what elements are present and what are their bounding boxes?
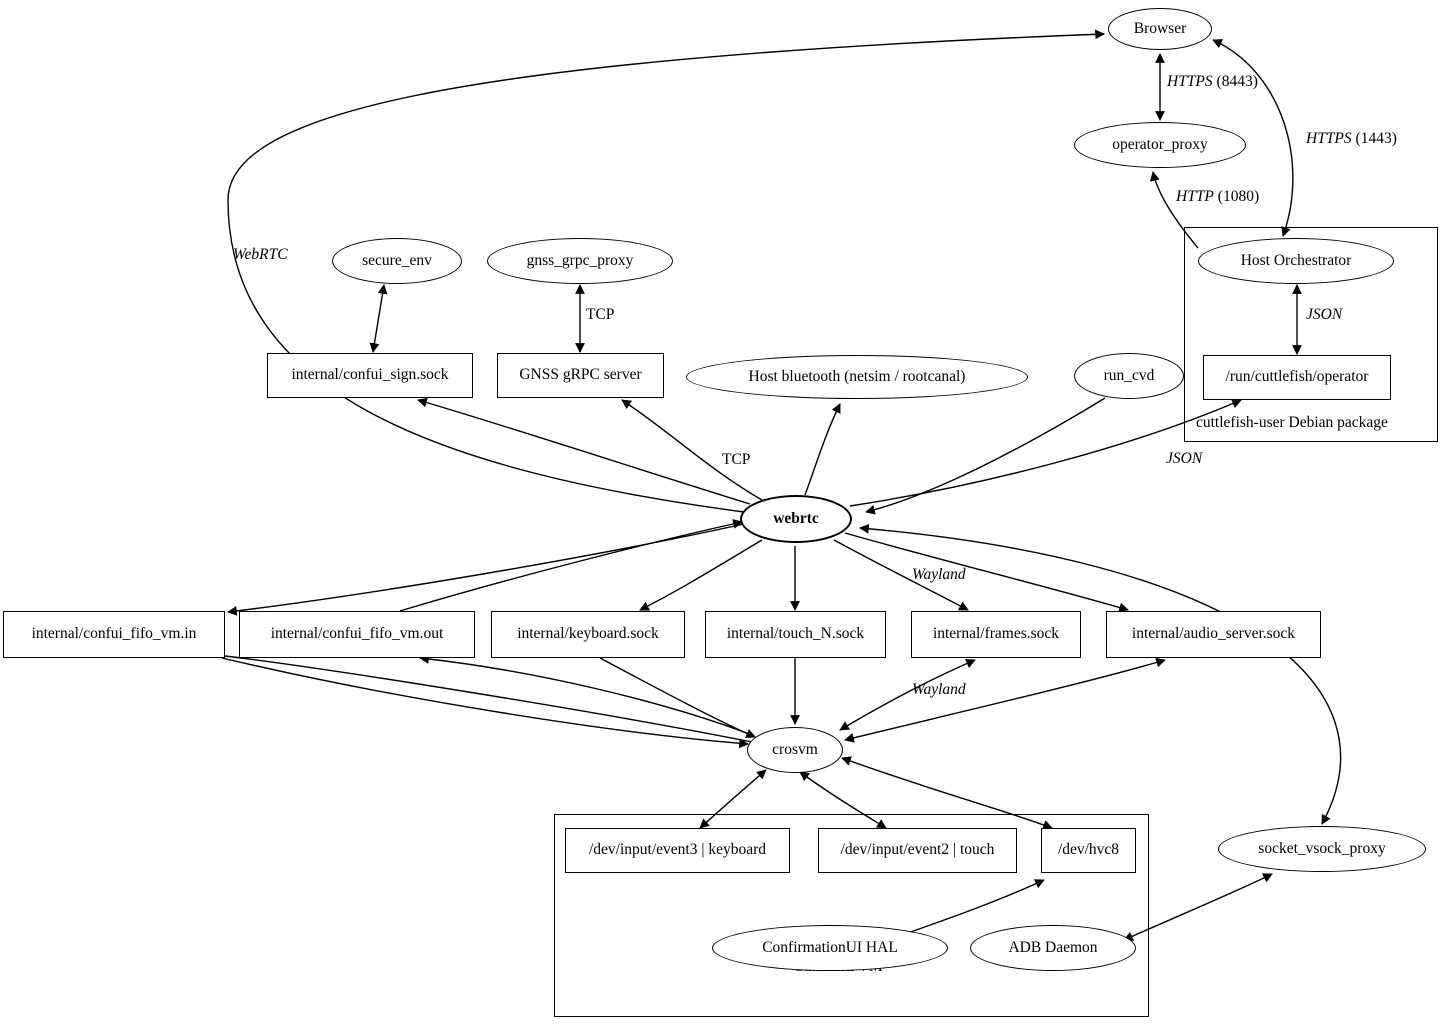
edge-run-cvd-webrtc — [865, 397, 1106, 515]
node-host-bluetooth-label: Host bluetooth (netsim / rootcanal) — [748, 367, 966, 385]
node-run-cvd-label: run_cvd — [1103, 366, 1155, 384]
edge-crosvm-confui-fifo-in — [224, 655, 753, 743]
edge-webrtc-confui-fifo-in — [227, 523, 745, 616]
node-internal-audio-server-sock[interactable]: internal/audio_server.sock — [1106, 611, 1321, 658]
node-dev-input-event3-keyboard[interactable]: /dev/input/event3 | keyboard — [565, 828, 790, 873]
edge-host-orchestrator-operator-proxy — [1150, 171, 1199, 249]
edge-browser-host-orchestrator — [1212, 39, 1294, 237]
node-dev-hvc8-label: /dev/hvc8 — [1057, 841, 1120, 859]
node-confirmationui-hal[interactable]: ConfirmationUI HAL — [712, 925, 948, 971]
node-secure-env-label: secure_env — [362, 251, 432, 269]
node-confirmationui-hal-label: ConfirmationUI HAL — [762, 938, 898, 956]
edge-label-https-1443-port: (1443) — [1351, 130, 1397, 147]
edge-label-https-1443-protocol: HTTPS — [1306, 130, 1352, 147]
edge-label-http-1080: HTTP (1080) — [1176, 188, 1259, 206]
edge-label-wayland-bottom-text: Wayland — [912, 681, 966, 698]
node-internal-frames-sock-label: internal/frames.sock — [932, 625, 1060, 643]
node-crosvm-label: crosvm — [772, 740, 818, 758]
node-gnss-grpc-server[interactable]: GNSS gRPC server — [497, 353, 664, 398]
edge-label-https-8443-port: (8443) — [1212, 73, 1258, 90]
edge-keyboard-sock-crosvm — [599, 657, 756, 739]
node-browser[interactable]: Browser — [1108, 8, 1212, 50]
edge-webrtc-gnss-server — [621, 399, 763, 501]
node-crosvm[interactable]: crosvm — [747, 727, 843, 773]
node-webrtc-label: webrtc — [773, 509, 819, 527]
edge-webrtc-operator-socket — [849, 399, 1242, 507]
node-dev-hvc8[interactable]: /dev/hvc8 — [1041, 828, 1136, 873]
node-adb-daemon[interactable]: ADB Daemon — [970, 925, 1136, 971]
node-host-orchestrator-label: Host Orchestrator — [1240, 251, 1352, 269]
node-secure-env[interactable]: secure_env — [332, 238, 462, 284]
edge-label-webrtc: WebRTC — [233, 246, 288, 264]
cluster-label-debian-package: cuttlefish-user Debian package — [1196, 414, 1388, 431]
node-host-orchestrator[interactable]: Host Orchestrator — [1198, 238, 1394, 284]
node-dev-input-event2-touch[interactable]: /dev/input/event2 | touch — [818, 828, 1017, 873]
edge-adb-daemon-vsock-proxy — [1123, 873, 1273, 941]
cluster-cuttlefish-user-debian-package — [1184, 227, 1438, 442]
node-webrtc[interactable]: webrtc — [740, 495, 852, 543]
node-internal-confui-fifo-vm-in-label: internal/confui_fifo_vm.in — [31, 625, 197, 643]
edge-webrtc-audio-sock — [844, 532, 1129, 613]
edge-webrtc-browser — [227, 29, 1105, 513]
node-operator-proxy-label: operator_proxy — [1112, 135, 1208, 153]
node-socket-vsock-proxy[interactable]: socket_vsock_proxy — [1218, 826, 1426, 872]
node-gnss-grpc-proxy[interactable]: gnss_grpc_proxy — [487, 238, 673, 284]
edge-label-http-1080-protocol: HTTP — [1176, 188, 1214, 205]
edge-label-https-1443: HTTPS (1443) — [1306, 130, 1397, 148]
node-gnss-grpc-proxy-label: gnss_grpc_proxy — [526, 251, 634, 269]
edge-label-wayland-top: Wayland — [912, 566, 966, 584]
edge-secure-env-confui-sign — [369, 284, 388, 353]
edge-label-https-8443-protocol: HTTPS — [1167, 73, 1213, 90]
edge-label-wayland-top-text: Wayland — [912, 566, 966, 583]
node-internal-confui-fifo-vm-out[interactable]: internal/confui_fifo_vm.out — [239, 611, 475, 658]
node-adb-daemon-label: ADB Daemon — [1008, 938, 1098, 956]
edge-label-tcp-webrtc-text: TCP — [722, 451, 751, 468]
node-internal-touch-sock-label: internal/touch_N.sock — [726, 625, 865, 643]
node-internal-confui-sign-sock-label: internal/confui_sign.sock — [291, 366, 449, 384]
edge-label-json-orchestrator-text: JSON — [1306, 306, 1343, 323]
node-internal-keyboard-sock[interactable]: internal/keyboard.sock — [491, 611, 685, 658]
node-browser-label: Browser — [1133, 19, 1187, 37]
node-dev-input-event2-touch-label: /dev/input/event2 | touch — [840, 841, 995, 859]
edge-crosvm-event3 — [699, 769, 767, 829]
edge-label-tcp-gnss: TCP — [586, 306, 614, 324]
edge-confui-in-crosvm — [221, 657, 749, 749]
edge-label-https-8443: HTTPS (8443) — [1167, 73, 1258, 91]
edge-crosvm-confui-fifo-out — [419, 654, 753, 736]
node-internal-frames-sock[interactable]: internal/frames.sock — [911, 611, 1081, 658]
node-run-cuttlefish-operator[interactable]: /run/cuttlefish/operator — [1203, 355, 1391, 400]
node-socket-vsock-proxy-label: socket_vsock_proxy — [1258, 839, 1386, 857]
edge-webrtc-keyboard-sock — [639, 539, 763, 611]
edge-webrtc-host-bluetooth — [804, 403, 841, 496]
node-gnss-grpc-server-label: GNSS gRPC server — [519, 366, 642, 384]
edge-label-webrtc-text: WebRTC — [233, 246, 288, 263]
node-internal-keyboard-sock-label: internal/keyboard.sock — [517, 625, 659, 643]
node-run-cuttlefish-operator-label: /run/cuttlefish/operator — [1225, 368, 1369, 386]
node-host-bluetooth[interactable]: Host bluetooth (netsim / rootcanal) — [686, 355, 1028, 399]
edge-label-json-orchestrator: JSON — [1306, 306, 1342, 324]
node-internal-confui-sign-sock[interactable]: internal/confui_sign.sock — [267, 353, 473, 398]
edge-label-json-webrtc-text: JSON — [1166, 450, 1203, 467]
node-internal-audio-server-sock-label: internal/audio_server.sock — [1131, 625, 1296, 643]
node-run-cvd[interactable]: run_cvd — [1074, 353, 1184, 399]
edge-confui-fifo-out-webrtc — [399, 519, 743, 612]
edge-label-http-1080-port: (1080) — [1213, 188, 1260, 205]
edge-label-tcp-webrtc: TCP — [722, 451, 750, 469]
edge-label-wayland-bottom: Wayland — [912, 681, 966, 699]
edge-label-json-webrtc: JSON — [1166, 450, 1202, 468]
edge-label-tcp-gnss-text: TCP — [586, 306, 615, 323]
node-internal-confui-fifo-vm-in[interactable]: internal/confui_fifo_vm.in — [3, 611, 225, 658]
node-operator-proxy[interactable]: operator_proxy — [1074, 122, 1246, 168]
node-dev-input-event3-keyboard-label: /dev/input/event3 | keyboard — [588, 841, 766, 859]
node-internal-confui-fifo-vm-out-label: internal/confui_fifo_vm.out — [270, 625, 444, 643]
edge-webrtc-confui-sign — [417, 397, 751, 505]
node-internal-touch-sock[interactable]: internal/touch_N.sock — [705, 611, 886, 658]
